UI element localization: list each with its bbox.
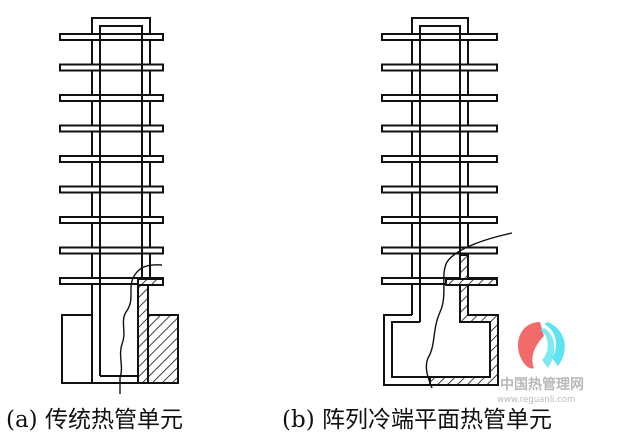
pipe-outer <box>411 17 469 315</box>
fin <box>381 33 498 41</box>
fin <box>59 94 164 102</box>
box-outer <box>383 314 430 386</box>
fin <box>381 155 498 163</box>
fin <box>59 216 164 224</box>
fin <box>381 246 498 255</box>
fin <box>59 246 164 255</box>
fin <box>381 94 498 102</box>
caption-b: (b) 阵列冷端平面热管单元 <box>282 407 552 433</box>
left-block <box>61 314 93 384</box>
pipe-inner <box>419 25 461 322</box>
hatched-block <box>147 314 179 384</box>
watermark-url: www.reguanli.com <box>497 395 576 405</box>
crack-line <box>425 232 513 389</box>
fin <box>59 185 164 194</box>
crack-line <box>119 264 163 394</box>
fin <box>381 124 498 133</box>
fins-b <box>381 33 498 285</box>
fin <box>381 185 498 194</box>
pipe-outer <box>91 17 151 376</box>
fins-a <box>59 33 164 285</box>
watermark-name: 中国热管理网 <box>500 377 584 393</box>
pipe-inner <box>99 25 143 376</box>
hatched-pipe-wall <box>137 282 149 384</box>
hatched-wall <box>429 254 499 386</box>
traditional-heat-pipe-unit <box>59 17 179 394</box>
fin <box>59 63 164 72</box>
hatched-fin <box>137 278 164 286</box>
fin <box>59 155 164 163</box>
fin <box>59 124 164 133</box>
hatched-fin <box>445 278 498 286</box>
watermark-logo <box>518 322 565 369</box>
fin <box>381 216 498 224</box>
fin <box>381 63 498 72</box>
caption-a: (a) 传统热管单元 <box>6 407 183 433</box>
fin <box>59 33 164 41</box>
box-inner <box>391 321 430 378</box>
array-planar-heat-pipe-unit <box>381 17 513 389</box>
